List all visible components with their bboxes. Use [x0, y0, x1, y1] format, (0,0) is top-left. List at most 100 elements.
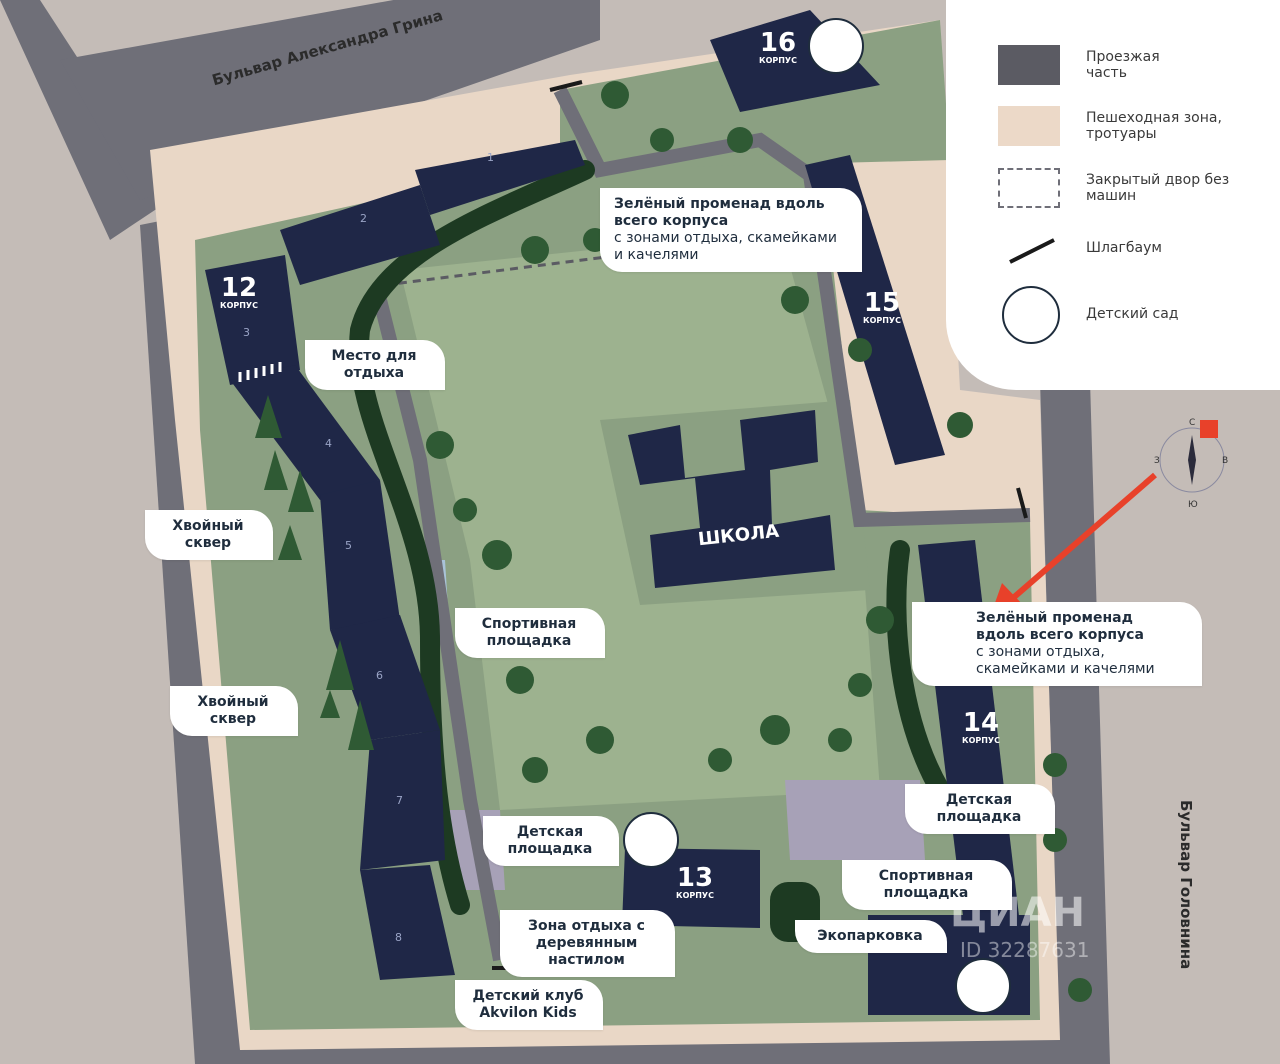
pointer-arrow-icon [990, 472, 1157, 617]
tree [453, 498, 477, 522]
compass-needle-icon [1188, 435, 1196, 485]
section-number: 6 [376, 669, 383, 682]
building-15-number: 15 [863, 288, 901, 318]
compass-s: Ю [1188, 500, 1198, 510]
barrier-icon [1009, 238, 1055, 264]
label-eco-parking: Экопарковка [795, 920, 947, 953]
legend-text-barrier: Шлагбаум [1086, 240, 1162, 256]
label-kids-1: Детская площадка [483, 816, 619, 866]
tree [866, 606, 894, 634]
legend-text-kindergarten: Детский сад [1086, 306, 1179, 322]
watermark-id: ID 32287631 [960, 938, 1090, 962]
label-conifer-1: Хвойный сквер [145, 510, 273, 560]
building-12-number: 12 [220, 273, 258, 303]
kids-area-right [785, 780, 925, 860]
label-kids-2: Детская площадка [905, 784, 1055, 834]
trees [255, 81, 1092, 1002]
label-promenade-top: Зелёный променад вдоль всего корпуса с з… [600, 188, 862, 272]
label-sport-1: Спортивная площадка [455, 608, 605, 658]
pedestrian-swatch [998, 106, 1060, 146]
building-14-label: 14 КОРПУС [955, 710, 1007, 746]
closed-yard-swatch [998, 168, 1060, 208]
label-rest-place: Место для отдыха [305, 340, 445, 390]
road-swatch [998, 45, 1060, 85]
conifer [264, 450, 288, 490]
tree [848, 673, 872, 697]
promenade-top-sub: с зонами отдыха, скамейками и качелями [614, 230, 837, 263]
tree [522, 757, 548, 783]
road-nw [0, 0, 170, 240]
conifer [348, 700, 374, 750]
building-12-caption: КОРПУС [220, 301, 258, 310]
tree [760, 715, 790, 745]
label-sport-2: Спортивная площадка [842, 860, 1012, 910]
building-16 [710, 10, 880, 112]
tree [1043, 828, 1067, 852]
kindergarten-icon [808, 18, 864, 74]
tree [708, 748, 732, 772]
tree [426, 431, 454, 459]
tree [947, 412, 973, 438]
conifer [255, 395, 282, 438]
building-12-label: 12 КОРПУС [214, 275, 264, 311]
building-12-sec5 [320, 480, 400, 630]
building-12-head [205, 255, 300, 385]
building-16-number: 16 [759, 28, 797, 58]
promenade-right-title: Зелёный променад вдоль всего корпуса [976, 610, 1144, 643]
section-number: 4 [325, 437, 332, 450]
inner-road-ne [553, 86, 1031, 528]
section-number: 3 [243, 326, 250, 339]
building-12-sec7 [360, 730, 445, 870]
section-number: 7 [396, 794, 403, 807]
tree [781, 286, 809, 314]
road-east [1040, 380, 1110, 1064]
label-rest-zone: Зона отдыха с деревянным настилом [500, 910, 675, 977]
compass-n: С [1189, 418, 1195, 428]
tree [506, 666, 534, 694]
watermark-brand: ЦИАН [950, 890, 1086, 936]
car-icon [955, 958, 1011, 1014]
conifer [326, 640, 354, 690]
tree [521, 236, 549, 264]
label-conifer-2: Хвойный сквер [170, 686, 298, 736]
conifer [288, 470, 314, 512]
building-15-label: 15 КОРПУС [856, 290, 908, 326]
yard-boundary [384, 233, 781, 287]
promenade-east [886, 540, 950, 800]
promenade-top-title: Зелёный променад вдоль всего корпуса [614, 196, 825, 229]
legend-text-road: Проезжая часть [1086, 49, 1160, 81]
section-number: 2 [360, 212, 367, 225]
building-14-caption: КОРПУС [962, 736, 1000, 745]
location-marker-icon [1200, 420, 1218, 438]
building-12-sec2 [280, 185, 440, 285]
promenade-right-sub: с зонами отдыха, скамейками и качелями [976, 644, 1155, 677]
tree [828, 728, 852, 752]
tree [650, 128, 674, 152]
tree [601, 81, 629, 109]
building-15-caption: КОРПУС [863, 316, 901, 325]
building-13 [622, 848, 760, 928]
legend: Проезжая часть Пешеходная зона, тротуары… [946, 0, 1280, 390]
building-13-label: 13 КОРПУС [665, 865, 725, 901]
tree [848, 338, 872, 362]
crosswalk [238, 362, 282, 382]
building-16-label: 16 КОРПУС [752, 30, 804, 66]
section-number: 8 [395, 931, 402, 944]
road-west [140, 215, 245, 1064]
compass-w: З [1154, 456, 1160, 466]
building-14-number: 14 [962, 708, 1000, 738]
kindergarten-icon [623, 812, 679, 868]
school-building [628, 410, 835, 588]
section-number: 5 [345, 539, 352, 552]
tree [482, 540, 512, 570]
label-kids-club: Детский клуб Akvilon Kids [455, 980, 603, 1030]
building-12-sec6 [330, 615, 440, 740]
legend-text-pedestrian: Пешеходная зона, тротуары [1086, 110, 1222, 142]
building-13-number: 13 [676, 863, 714, 893]
legend-text-closed-yard: Закрытый двор без машин [1086, 172, 1230, 204]
building-12-sec8 [360, 865, 455, 980]
barrier-east [1016, 487, 1028, 519]
tree [586, 726, 614, 754]
conifer [320, 690, 340, 718]
